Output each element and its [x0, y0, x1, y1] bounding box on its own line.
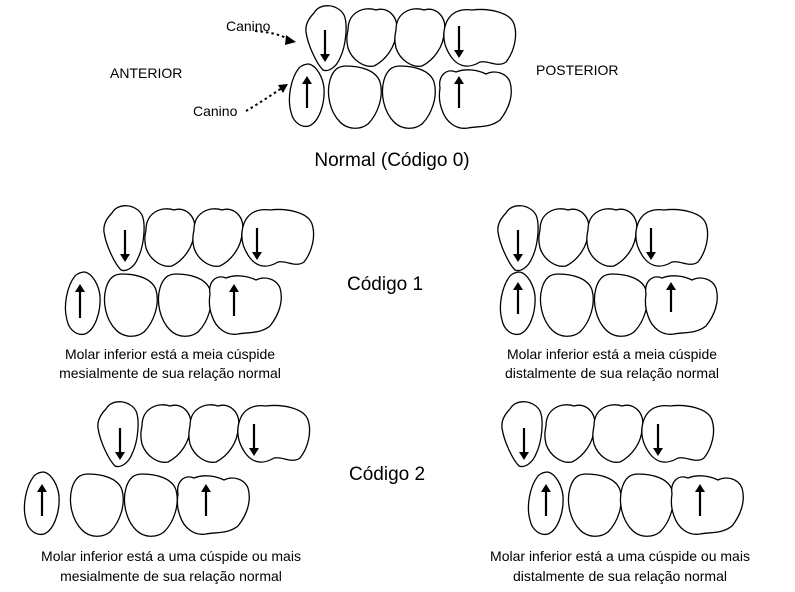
code1-right-caption-line1: Molar inferior está a meia cúspide [507, 346, 717, 362]
code2-mesial-occlusion [23, 401, 311, 537]
code1-left-caption-line1: Molar inferior está a meia cúspide [65, 346, 275, 362]
code1-label: Código 1 [347, 274, 423, 295]
canine-upper-label: Canino [226, 18, 271, 34]
code1-distal-occlusion [497, 205, 718, 337]
canine-lower-label: Canino [193, 103, 238, 119]
normal-occlusion [245, 5, 517, 129]
canine-pointers [245, 30, 296, 112]
anterior-label: ANTERIOR [110, 65, 182, 81]
code1-right-caption-line2: distalmente de sua relação normal [505, 365, 719, 381]
code1-left-caption-line2: mesialmente de sua relação normal [59, 365, 281, 381]
code2-label: Código 2 [349, 464, 425, 485]
upper-arch [305, 5, 517, 72]
posterior-label: POSTERIOR [536, 62, 618, 78]
code2-right-caption-line2: distalmente de sua relação normal [513, 568, 727, 584]
lower-arch [288, 63, 512, 129]
code2-left-caption-line1: Molar inferior está a uma cúspide ou mai… [41, 548, 301, 564]
code2-left-caption-line2: mesialmente de sua relação normal [60, 568, 282, 584]
occlusion-arrows [302, 26, 464, 108]
normal-title: Normal (Código 0) [314, 150, 469, 171]
code2-distal-occlusion [501, 401, 744, 537]
code2-right-caption-line1: Molar inferior está a uma cúspide ou mai… [490, 548, 750, 564]
code1-mesial-occlusion [64, 205, 315, 337]
